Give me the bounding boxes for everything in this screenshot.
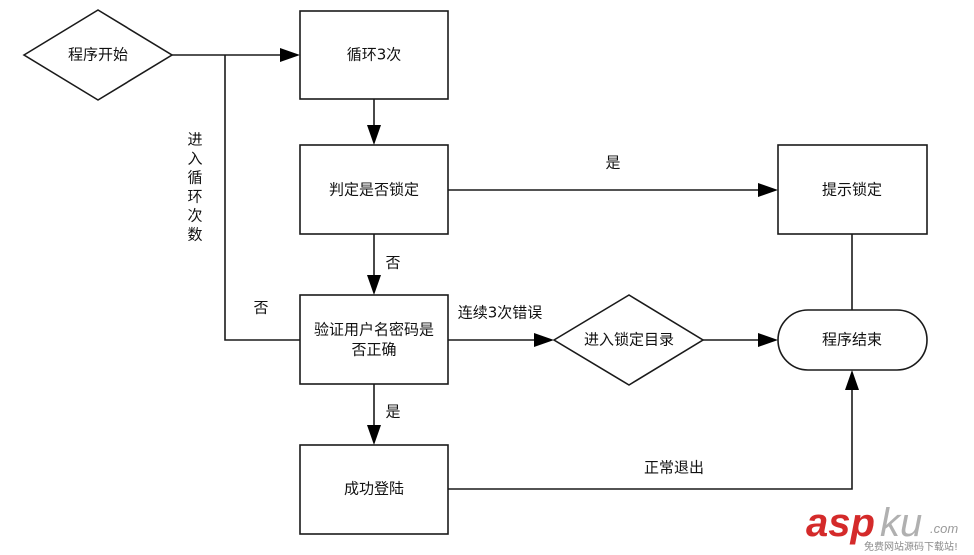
node-end: 程序结束	[777, 309, 928, 371]
watermark-brand-gray: ku	[880, 501, 922, 545]
arrowhead-down	[367, 125, 381, 145]
edge-verify-no-loopback	[224, 55, 300, 341]
node-verify-label-line1: 验证用户名密码是	[314, 321, 434, 339]
node-verify-label-line2: 否正确	[351, 341, 396, 359]
node-check-lock: 判定是否锁定	[299, 144, 449, 235]
watermark-domain: .com	[930, 521, 958, 536]
node-show-lock: 提示锁定	[777, 144, 928, 235]
edge-label-login-exit: 正常退出	[644, 459, 704, 477]
edge-label-verify-errors: 连续3次错误	[458, 304, 543, 322]
arrowhead-right	[758, 183, 778, 197]
arrowhead-right	[758, 333, 778, 347]
node-start: 程序开始	[22, 9, 174, 101]
arrowhead-down	[367, 275, 381, 295]
edge-label-char: 环	[187, 188, 202, 206]
edge-label-loop-count: 进 入 循 环 次 数	[187, 131, 202, 244]
edge-login-exit	[448, 386, 853, 490]
edge-label-char: 次	[187, 207, 202, 225]
edge-label-verify-no: 否	[253, 299, 268, 317]
edge-label-char: 数	[187, 226, 202, 244]
arrowhead-right	[534, 333, 554, 347]
node-check-lock-label: 判定是否锁定	[329, 181, 419, 199]
watermark-tagline: 免费网站源码下载站!	[864, 540, 958, 553]
node-loop: 循环3次	[299, 10, 449, 100]
edge-label-char: 进	[187, 131, 202, 149]
edge-label-check-no: 否	[385, 254, 400, 272]
arrowhead-down	[367, 425, 381, 445]
edge-label-char: 入	[187, 150, 202, 168]
node-end-label: 程序结束	[822, 331, 882, 349]
arrowhead-right	[280, 48, 300, 62]
node-verify: 验证用户名密码是 否正确	[299, 294, 449, 385]
node-loop-label: 循环3次	[347, 46, 402, 64]
arrowhead-up	[845, 370, 859, 390]
node-login-ok: 成功登陆	[299, 444, 449, 535]
edge-label-verify-yes: 是	[385, 403, 400, 421]
node-start-label: 程序开始	[68, 46, 128, 64]
watermark-brand-red: asp	[806, 501, 875, 545]
node-login-ok-label: 成功登陆	[344, 480, 404, 498]
watermark-logo: asp ku .com 免费网站源码下载站!	[806, 501, 958, 553]
node-enter-lock: 进入锁定目录	[552, 294, 705, 386]
edge-label-check-yes: 是	[605, 154, 620, 172]
node-show-lock-label: 提示锁定	[822, 181, 882, 199]
edge-label-char: 循	[187, 169, 202, 187]
node-enter-lock-label: 进入锁定目录	[584, 331, 674, 349]
